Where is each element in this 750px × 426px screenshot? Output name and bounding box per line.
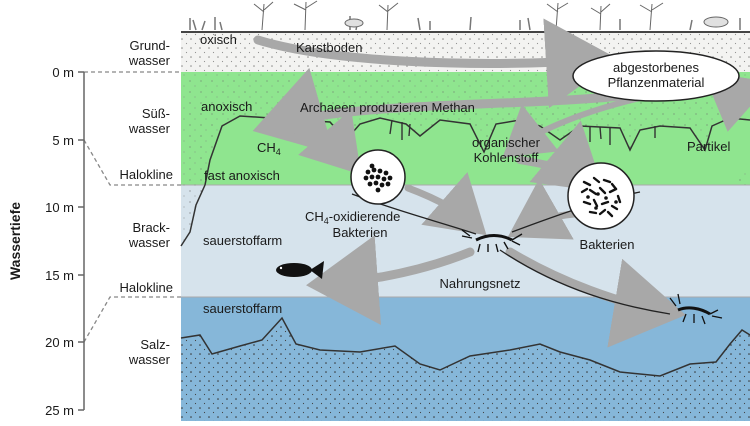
label-karstboden: Karstboden xyxy=(296,40,363,55)
label-nahrungsnetz: Nahrungsnetz xyxy=(440,276,521,291)
zone-labels: Grund- wasser Süß- wasser Halokline Brac… xyxy=(120,38,173,367)
tick-label-0m: 0 m xyxy=(52,65,74,80)
label-oxisch: oxisch xyxy=(200,32,237,47)
zone-salzwasser-line1: Salz- xyxy=(140,337,170,352)
depth-axis: 0 m 5 m 10 m 15 m 20 m 25 m Wassertiefe xyxy=(7,65,85,418)
arrow-karst-to-plant xyxy=(253,18,618,109)
label-fast-anoxisch: fast anoxisch xyxy=(204,168,280,183)
depth-axis-title: Wassertiefe xyxy=(7,202,23,280)
plant-material-ellipse xyxy=(572,50,740,102)
tick-label-20m: 20 m xyxy=(45,335,74,350)
fish-icon xyxy=(276,261,324,279)
crustacean-icon xyxy=(669,293,723,325)
arrow-shrimp-to-crustacean xyxy=(505,247,686,348)
label-bakterien-2: Bakterien xyxy=(580,237,635,252)
zone-brackwasser-line1: Brack- xyxy=(132,220,170,235)
zone-brackwasser-line2: wasser xyxy=(128,235,171,250)
label-ch4: CH4 xyxy=(257,140,281,157)
cave-floor xyxy=(181,318,750,421)
label-sauerstoffarm-1: sauerstoffarm xyxy=(203,233,282,248)
label-archaeen: Archaeen produzieren Methan xyxy=(300,100,475,115)
tick-label-5m: 5 m xyxy=(52,133,74,148)
zone-salzwasser-line2: wasser xyxy=(128,352,171,367)
zone-grundwasser-line2: wasser xyxy=(128,53,171,68)
brackish-left-wall-outline xyxy=(180,184,206,247)
tick-label-15m: 15 m xyxy=(45,268,74,283)
zone-halokline-1: Halokline xyxy=(120,167,173,182)
arrow-ch4-to-bacteria xyxy=(284,109,362,175)
guide-line-halocline-2 xyxy=(83,296,181,343)
cave-floor-outline xyxy=(180,316,750,377)
flow-arrows xyxy=(252,18,750,348)
shrimp-icon xyxy=(461,229,523,253)
arrow-methanotrophs-to-shrimp xyxy=(404,172,487,236)
arrow-shrimp-to-fish xyxy=(306,235,475,326)
label-bakterien-1: Bakterien xyxy=(333,225,388,240)
label-ch4-oxidierende: CH4-oxidierende xyxy=(305,209,400,226)
arrow-plant-to-organic xyxy=(502,95,643,158)
label-anoxisch: anoxisch xyxy=(201,99,252,114)
zone-grundwasser-line1: Grund- xyxy=(130,38,170,53)
zone-suesswasser-line2: wasser xyxy=(128,121,171,136)
tick-label-25m: 25 m xyxy=(45,403,74,418)
plant-material-label-line2: Pflanzenmaterial xyxy=(608,75,705,90)
plant-material-label-line1: abgestorbenes xyxy=(613,60,700,75)
label-organischer-line1: organischer xyxy=(472,135,541,150)
zone-halokline-2: Halokline xyxy=(120,280,173,295)
label-sauerstoffarm-2: sauerstoffarm xyxy=(203,301,282,316)
surface-vegetation xyxy=(181,0,750,33)
label-partikel: Partikel xyxy=(687,139,730,154)
tick-label-10m: 10 m xyxy=(45,200,74,215)
bacteria-circle xyxy=(567,162,635,230)
guide-line-halocline-1 xyxy=(83,139,181,186)
brackish-right-wall xyxy=(736,160,750,185)
label-organischer-line2: Kohlenstoff xyxy=(474,150,539,165)
zone-guide-lines xyxy=(83,71,181,343)
methanotroph-bacteria-circle xyxy=(350,149,406,205)
zone-suesswasser-line1: Süß- xyxy=(142,106,170,121)
